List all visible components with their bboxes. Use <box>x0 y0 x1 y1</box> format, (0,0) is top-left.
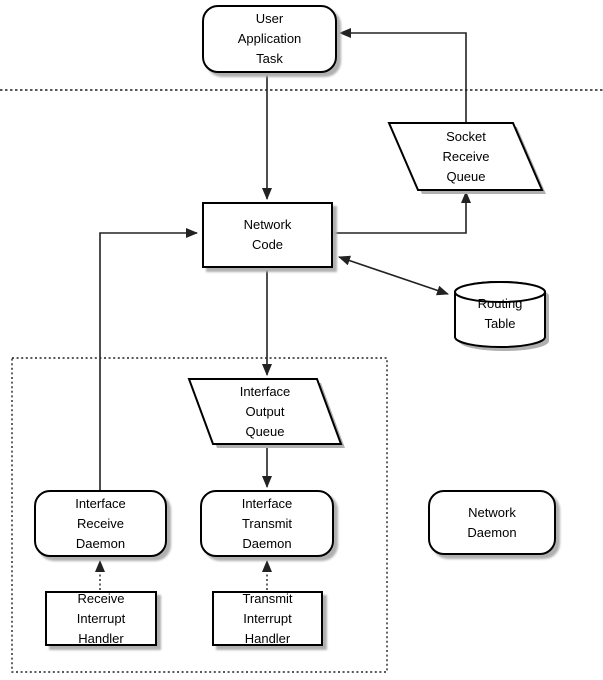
node-receive-interrupt-handler: Receive Interrupt Handler <box>45 591 157 646</box>
node-transmit-interrupt-handler: Transmit Interrupt Handler <box>212 591 323 646</box>
arrow-receive-daemon-to-network-code <box>99 228 198 490</box>
interface-output-queue-shape <box>187 378 343 445</box>
node-user-application-task: User Application Task <box>202 5 337 73</box>
arrow-network-code-routing-table <box>338 255 449 296</box>
routing-table-cylinder-top <box>454 281 546 303</box>
arrow-socket-queue-to-app-task <box>339 28 467 123</box>
node-network-daemon: Network Daemon <box>428 490 556 555</box>
node-routing-table: Routing Table <box>477 296 523 331</box>
arrow-network-code-to-socket-queue <box>333 191 471 234</box>
node-socket-receive-queue: Socket Receive Queue <box>442 129 490 184</box>
node-interface-receive-daemon: Interface Receive Daemon <box>34 490 167 557</box>
driver-boundary-box <box>11 357 388 673</box>
node-interface-transmit-daemon: Interface Transmit Daemon <box>200 490 334 557</box>
node-interface-output-queue: Interface Output Queue <box>239 384 291 439</box>
socket-receive-queue-shape <box>387 122 544 191</box>
node-network-code: Network Code <box>202 202 333 268</box>
